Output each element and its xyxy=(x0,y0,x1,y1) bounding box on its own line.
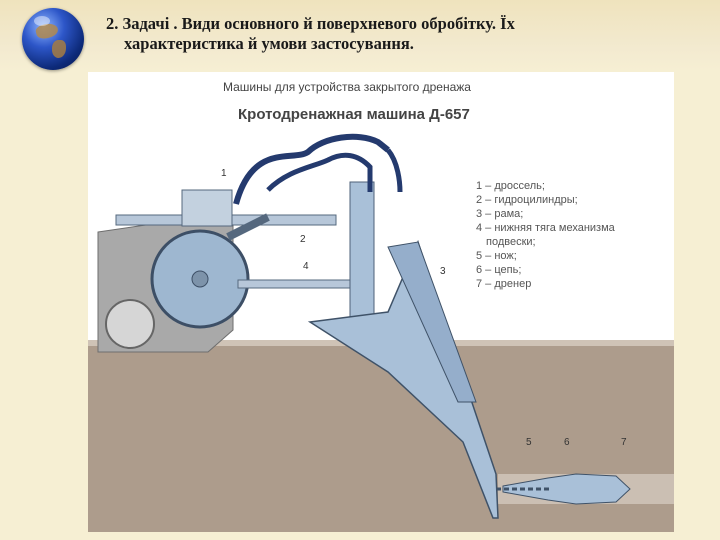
hydraulic-cylinder xyxy=(226,213,270,241)
figure-header: Машины для устройства закрытого дренажа xyxy=(223,80,471,94)
legend-item-6: 6 – цепь; xyxy=(476,264,521,276)
callout-7: 7 xyxy=(621,437,627,448)
wheel-hub xyxy=(191,270,209,288)
small-wheel xyxy=(105,299,155,349)
hydraulic-hose-1 xyxy=(233,133,390,205)
frame-post xyxy=(349,181,375,328)
slide-title: 2. Задачі . Види основного й поверхневог… xyxy=(106,14,706,54)
knife-blade xyxy=(307,239,499,519)
legend-item-2: 2 – гидроцилиндры; xyxy=(476,194,578,206)
legend-item-4: 4 – нижняя тяга механизма xyxy=(476,222,616,234)
lower-link xyxy=(237,279,359,289)
callout-2: 2 xyxy=(300,234,306,245)
frame-plate xyxy=(387,241,477,403)
callout-3: 3 xyxy=(440,266,446,277)
globe-icon xyxy=(22,8,84,70)
callout-1: 1 xyxy=(221,168,227,179)
hydraulic-hose-2 xyxy=(266,152,373,192)
legend-item-7: 7 – дренер xyxy=(476,278,531,290)
hydraulic-hose-3 xyxy=(385,148,403,193)
legend-item-1: 1 – дроссель; xyxy=(476,180,545,192)
drainer xyxy=(502,473,631,505)
callout-4: 4 xyxy=(303,261,309,272)
slide-title-line-1: 2. Задачі . Види основного й поверхневог… xyxy=(106,14,515,33)
machine-diagram: Машины для устройства закрытого дренажа … xyxy=(88,72,674,532)
slide-title-line-2: характеристика й умови застосування. xyxy=(124,34,414,53)
legend-item-4-cont: подвески; xyxy=(486,236,536,248)
header-map-band xyxy=(0,0,720,70)
machine-title: Кротодренажная машина Д-657 xyxy=(238,106,470,123)
callout-5: 5 xyxy=(526,437,532,448)
machine-diagram-svg: Машины для устройства закрытого дренажа … xyxy=(88,80,674,532)
legend-item-5: 5 – нож; xyxy=(476,250,517,262)
legend-item-3: 3 – рама; xyxy=(476,208,523,220)
callout-6: 6 xyxy=(564,437,570,448)
throttle-block xyxy=(181,189,233,227)
